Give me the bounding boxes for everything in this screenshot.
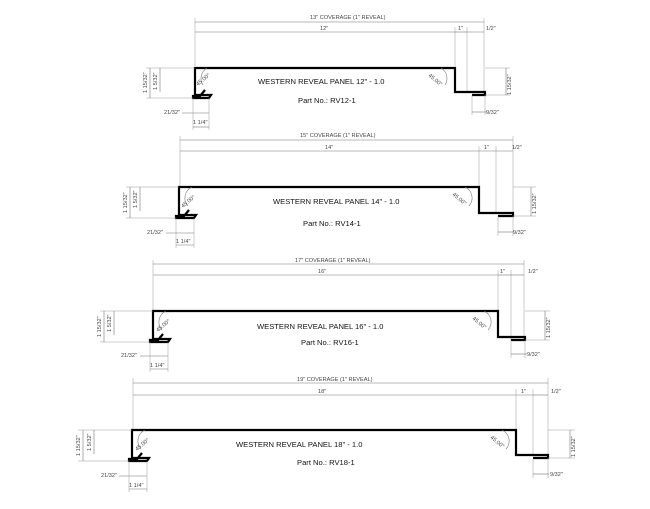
half-inch-label: 1/2" xyxy=(551,389,561,395)
height-inner-left-label: 1 5/32" xyxy=(153,72,159,90)
part-number-line: Part No.: RV12-1 xyxy=(298,96,356,105)
width-label: 18" xyxy=(318,389,326,395)
height-right-label: 1 15/32" xyxy=(507,74,513,95)
panel-profile xyxy=(191,66,487,100)
height-inner-left-label: 1 5/32" xyxy=(107,314,113,332)
panel-title: WESTERN REVEAL PANEL 12" - 1.0 xyxy=(258,77,385,86)
part-number: RV12-1 xyxy=(330,96,356,105)
angle-left-label: 45.00° xyxy=(180,194,196,209)
lip-label: 1 1/4" xyxy=(193,120,207,126)
angle-left-label: 45.00° xyxy=(155,318,171,333)
reveal-label: 1" xyxy=(521,389,526,395)
part-number-line: Part No.: RV16-1 xyxy=(301,338,359,347)
height-outer-left-label: 1 15/32" xyxy=(143,72,149,93)
reveal-label: 1" xyxy=(500,269,505,275)
part-label: Part No.: xyxy=(303,219,333,228)
panel-profile xyxy=(174,185,515,220)
height-outer-left-label: 1 15/32" xyxy=(97,316,103,337)
coverage-label: 17" COVERAGE (1" REVEAL) xyxy=(295,258,371,264)
width-label: 12" xyxy=(320,26,328,32)
panel-14: 15" COVERAGE (1" REVEAL) 14" 1" 1/2" 45.… xyxy=(123,133,538,248)
angle-right-label: 45.00° xyxy=(471,316,487,331)
part-number-line: Part No.: RV18-1 xyxy=(297,458,355,467)
panel-title: WESTERN REVEAL PANEL 16" - 1.0 xyxy=(257,322,384,331)
right-hem-label: 9/32" xyxy=(486,110,499,116)
right-hem-label: 9/32" xyxy=(527,352,540,358)
angle-right-label: 45.00° xyxy=(427,73,443,88)
panel-title: WESTERN REVEAL PANEL 18" - 1.0 xyxy=(236,440,363,449)
lip-label: 1 1/4" xyxy=(129,483,143,489)
reveal-label: 1" xyxy=(458,26,463,32)
half-inch-label: 1/2" xyxy=(486,26,496,32)
coverage-label: 15" COVERAGE (1" REVEAL) xyxy=(300,133,376,139)
hem-label: 21/32" xyxy=(164,110,180,116)
panel-profile xyxy=(127,428,550,463)
half-inch-label: 1/2" xyxy=(528,269,538,275)
height-outer-left-label: 1 15/32" xyxy=(76,435,82,456)
width-label: 16" xyxy=(318,269,326,275)
lip-label: 1 1/4" xyxy=(150,363,164,369)
part-label: Part No.: xyxy=(298,96,328,105)
height-outer-left-label: 1 15/32" xyxy=(123,192,129,213)
height-right-label: 1 15/32" xyxy=(571,436,577,457)
panel-title: WESTERN REVEAL PANEL 14" - 1.0 xyxy=(273,197,400,206)
hem-label: 21/32" xyxy=(147,230,163,236)
height-inner-left-label: 1 5/32" xyxy=(87,433,93,451)
width-label: 14" xyxy=(325,145,333,151)
angle-right-label: 45.00° xyxy=(489,435,505,450)
part-number: RV14-1 xyxy=(335,219,361,228)
coverage-label: 13" COVERAGE (1" REVEAL) xyxy=(310,15,386,21)
lip-label: 1 1/4" xyxy=(176,239,190,245)
angle-left-label: 45.00° xyxy=(134,437,150,452)
height-right-label: 1 15/32" xyxy=(546,317,552,338)
hem-label: 21/32" xyxy=(121,353,137,359)
angle-right-label: 45.00° xyxy=(451,192,467,207)
right-hem-label: 9/32" xyxy=(550,472,563,478)
panel-16: 17" COVERAGE (1" REVEAL) 16" 1" 1/2" 45.… xyxy=(97,258,552,372)
hem-label: 21/32" xyxy=(101,473,117,479)
panel-18: 19" COVERAGE (1" REVEAL) 18" 1" 1/2" 45.… xyxy=(76,377,577,492)
right-hem-label: 9/32" xyxy=(513,230,526,236)
coverage-label: 19" COVERAGE (1" REVEAL) xyxy=(297,377,373,383)
part-number-line: Part No.: RV14-1 xyxy=(303,219,361,228)
reveal-label: 1" xyxy=(484,145,489,151)
part-number: RV18-1 xyxy=(329,458,355,467)
angle-left-label: 45.00° xyxy=(195,72,211,87)
half-inch-label: 1/2" xyxy=(512,145,522,151)
part-label: Part No.: xyxy=(301,338,331,347)
height-right-label: 1 15/32" xyxy=(532,193,538,214)
height-inner-left-label: 1 5/32" xyxy=(133,190,139,208)
panel-profile xyxy=(148,309,527,344)
part-number: RV16-1 xyxy=(333,338,359,347)
part-label: Part No.: xyxy=(297,458,327,467)
panel-12: 13" COVERAGE (1" REVEAL) 12" 1" 1/2" 45.… xyxy=(143,15,513,130)
